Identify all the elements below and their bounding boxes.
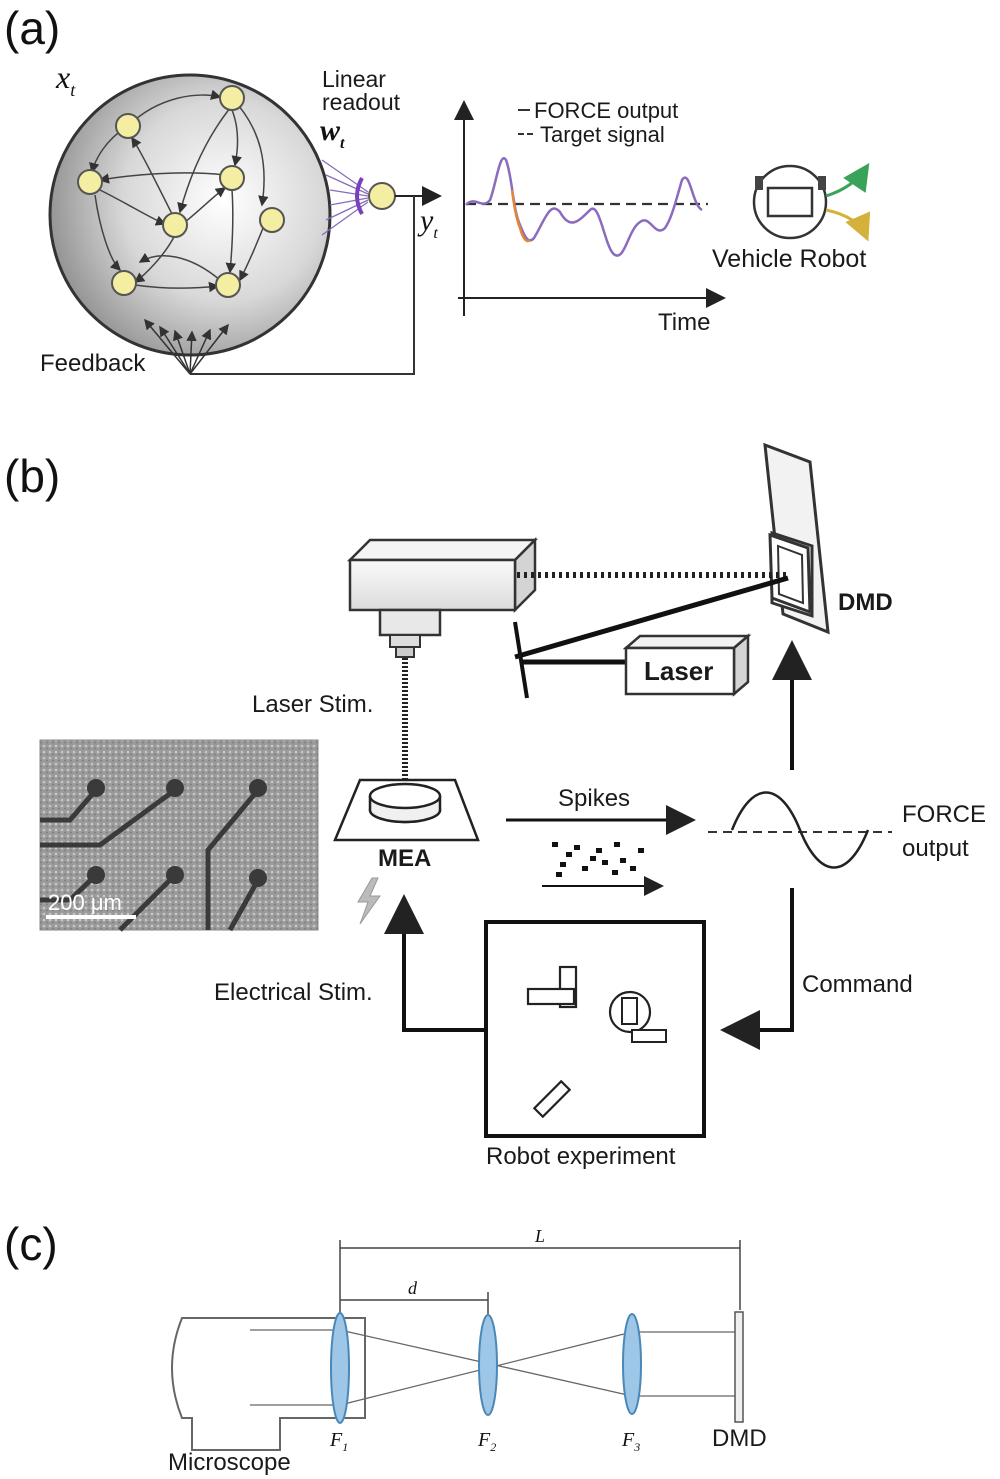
reservoir-node <box>215 272 241 298</box>
electrical-stim-label: Electrical Stim. <box>214 979 373 1006</box>
dmd-plate <box>734 1311 744 1423</box>
arena-robot-icon <box>608 990 667 1043</box>
feedback-arrows <box>144 318 229 375</box>
time-series-plot: FORCE output Target signal Time <box>454 98 726 336</box>
dmd-c-label: DMD <box>712 1425 767 1452</box>
reservoir-node <box>162 212 188 238</box>
reservoir-nodes <box>77 85 285 298</box>
readout-label-line2: readout <box>322 89 401 115</box>
lens-f1-label: F1 <box>329 1429 348 1454</box>
panel-b: (b) DMD Laser <box>4 442 986 1170</box>
lens-f3-label: F3 <box>621 1429 640 1454</box>
distance-d-label: d <box>408 1278 418 1298</box>
mea-micrograph: 200 μm <box>39 739 319 932</box>
light-path-beam <box>514 575 789 660</box>
recurrent-connections <box>89 89 269 293</box>
robot-direction-arrow-green <box>825 163 870 198</box>
dmd-device: DMD <box>763 442 893 635</box>
panel-c-label: (c) <box>4 1218 58 1270</box>
force-label-line2: output <box>902 835 969 862</box>
reservoir-node <box>115 113 141 139</box>
lens-f2-label: F2 <box>477 1429 496 1454</box>
force-label-line1: FORCE <box>902 801 986 828</box>
spike-raster <box>552 842 644 877</box>
lightning-icon <box>357 877 381 925</box>
laser-source: Laser <box>622 633 752 697</box>
reservoir-node <box>219 85 245 111</box>
mirror <box>513 621 529 699</box>
force-sine <box>730 791 870 869</box>
output-symbol: yt <box>417 204 438 242</box>
mea-device: MEA <box>333 778 480 872</box>
microscope-outline <box>171 1317 366 1451</box>
command-arrow <box>720 888 794 1050</box>
vehicle-robot-label: Vehicle Robot <box>712 245 866 273</box>
lens-f1 <box>330 1312 350 1424</box>
robot-arena <box>484 920 706 1138</box>
mea-label: MEA <box>378 845 431 872</box>
error-segment <box>510 189 531 243</box>
spikes-label: Spikes <box>558 785 630 812</box>
vehicle-robot-icon: Vehicle Robot <box>712 163 871 273</box>
reservoir-node <box>259 207 285 233</box>
force-output-line <box>465 156 703 257</box>
panel-c: (c) L d F1 F2 F3 DMD Microscope <box>4 1218 767 1476</box>
lens-f3 <box>622 1313 642 1415</box>
panel-a-label: (a) <box>4 2 60 54</box>
microscope-body <box>346 536 539 658</box>
reservoir-sphere <box>48 73 332 357</box>
reservoir-node <box>111 270 137 296</box>
distance-L-label: L <box>534 1226 545 1246</box>
feedback-loop-line <box>190 196 415 375</box>
readout-label-line1: Linear <box>322 66 386 92</box>
legend-force-label: FORCE output <box>534 98 678 123</box>
lens-f2 <box>478 1314 498 1416</box>
laser-label: Laser <box>644 656 713 686</box>
weight-symbol: wt <box>320 114 345 152</box>
laser-stim-label: Laser Stim. <box>252 691 373 718</box>
readout-node <box>368 182 396 210</box>
panel-a: (a) xt <box>4 2 871 377</box>
legend-target-label: Target signal <box>540 122 665 147</box>
readout-arc <box>355 177 364 215</box>
robot-direction-arrow-yellow <box>825 208 871 242</box>
scale-bar-label: 200 μm <box>48 890 122 915</box>
robot-experiment-label: Robot experiment <box>486 1143 676 1170</box>
state-symbol: xt <box>55 59 76 100</box>
dmd-label: DMD <box>838 589 893 616</box>
electrical-stim-arrow <box>384 894 486 1032</box>
reservoir-node <box>77 169 103 195</box>
arena-obstacles <box>526 965 578 1119</box>
reservoir-node <box>219 165 245 191</box>
feedback-label: Feedback <box>40 350 146 377</box>
panel-b-label: (b) <box>4 450 60 502</box>
time-axis-label: Time <box>658 309 710 336</box>
microscope-label: Microscope <box>168 1449 291 1476</box>
command-label: Command <box>802 971 913 998</box>
